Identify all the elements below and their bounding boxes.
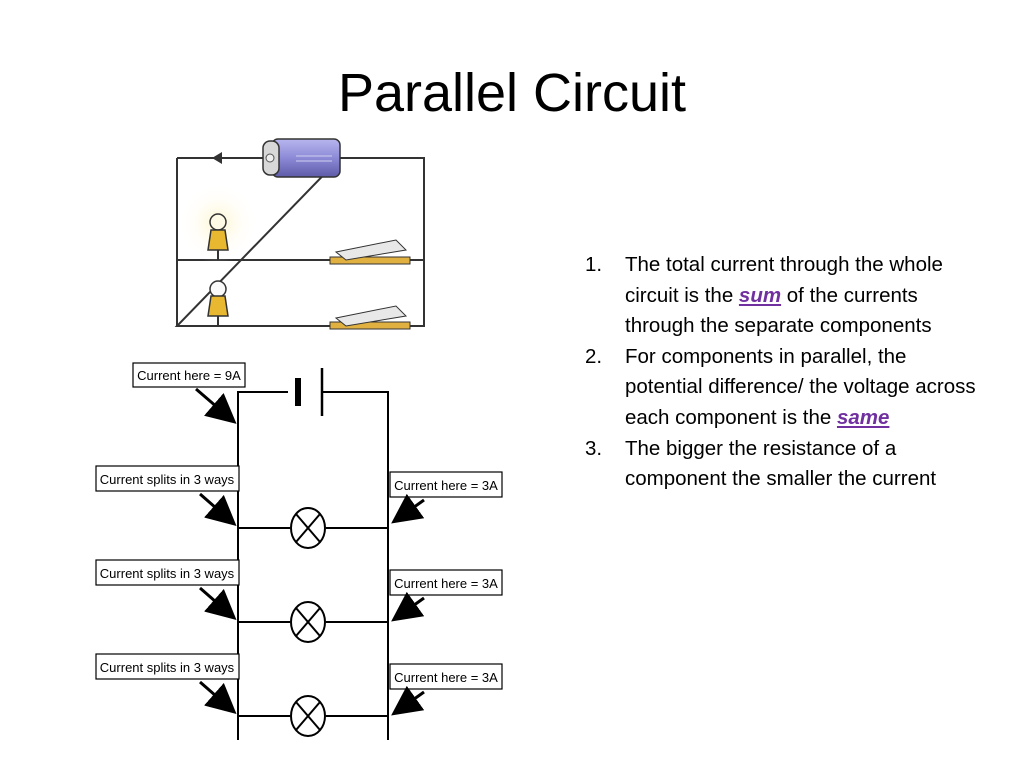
arrow-icon	[199, 586, 237, 620]
callout-split-2: Current splits in 3 ways	[95, 559, 240, 586]
battery-icon	[262, 138, 341, 178]
callout-split-3: Current splits in 3 ways	[95, 653, 240, 680]
list-item: 3. The bigger the resistance of a compon…	[585, 434, 985, 495]
lamp-symbol	[290, 507, 326, 549]
callout-branch-1: Current here = 3A	[389, 471, 503, 498]
item-text: of the currents through the separate com…	[625, 283, 932, 338]
schematic-circuit	[237, 391, 389, 740]
arrow-icon	[199, 492, 237, 526]
callout-label: Current splits in 3 ways	[100, 660, 235, 675]
arrow-icon	[195, 387, 237, 424]
arrow-icon	[391, 591, 425, 622]
switch-icon	[329, 305, 411, 330]
lamp-symbol	[290, 695, 326, 737]
item-number: 3.	[585, 436, 603, 460]
switch-icon	[329, 239, 411, 265]
arrow-icon	[391, 493, 425, 524]
lightbulb-icon	[207, 213, 229, 260]
emphasis-text: same	[836, 405, 890, 429]
callout-branch-3: Current here = 3A	[389, 663, 503, 690]
callout-label: Current here = 3A	[394, 670, 498, 685]
item-number: 2.	[585, 344, 603, 368]
cell-symbol	[295, 368, 324, 416]
item-text: For components in parallel, the potentia…	[625, 344, 976, 429]
callout-branch-2: Current here = 3A	[389, 569, 503, 596]
slide-title: Parallel Circuit	[337, 63, 687, 123]
item-text: The total current through the whole circ…	[625, 253, 943, 307]
callout-label: Current here = 9A	[137, 368, 241, 383]
callout-label: Current here = 3A	[394, 576, 498, 591]
item-text: The bigger the resistance of a component…	[625, 436, 937, 491]
emphasis-text: sum	[738, 283, 782, 307]
list-item: 1. The total current through the whole c…	[585, 250, 985, 342]
item-number: 1.	[585, 253, 603, 276]
current-direction-arrow	[212, 152, 222, 164]
list-item: 2. For components in parallel, the poten…	[585, 342, 985, 434]
callout-label: Current splits in 3 ways	[100, 566, 235, 581]
callout-label: Current splits in 3 ways	[100, 472, 235, 487]
arrow-icon	[199, 680, 237, 714]
callout-label: Current here = 3A	[394, 478, 498, 493]
arrow-icon	[391, 685, 425, 716]
key-points-list: 1. The total current through the whole c…	[585, 250, 985, 495]
callout-main-current: Current here = 9A	[132, 362, 246, 388]
lightbulb-icon	[207, 280, 229, 326]
lamp-symbol	[290, 601, 326, 643]
callout-split-1: Current splits in 3 ways	[95, 465, 240, 492]
